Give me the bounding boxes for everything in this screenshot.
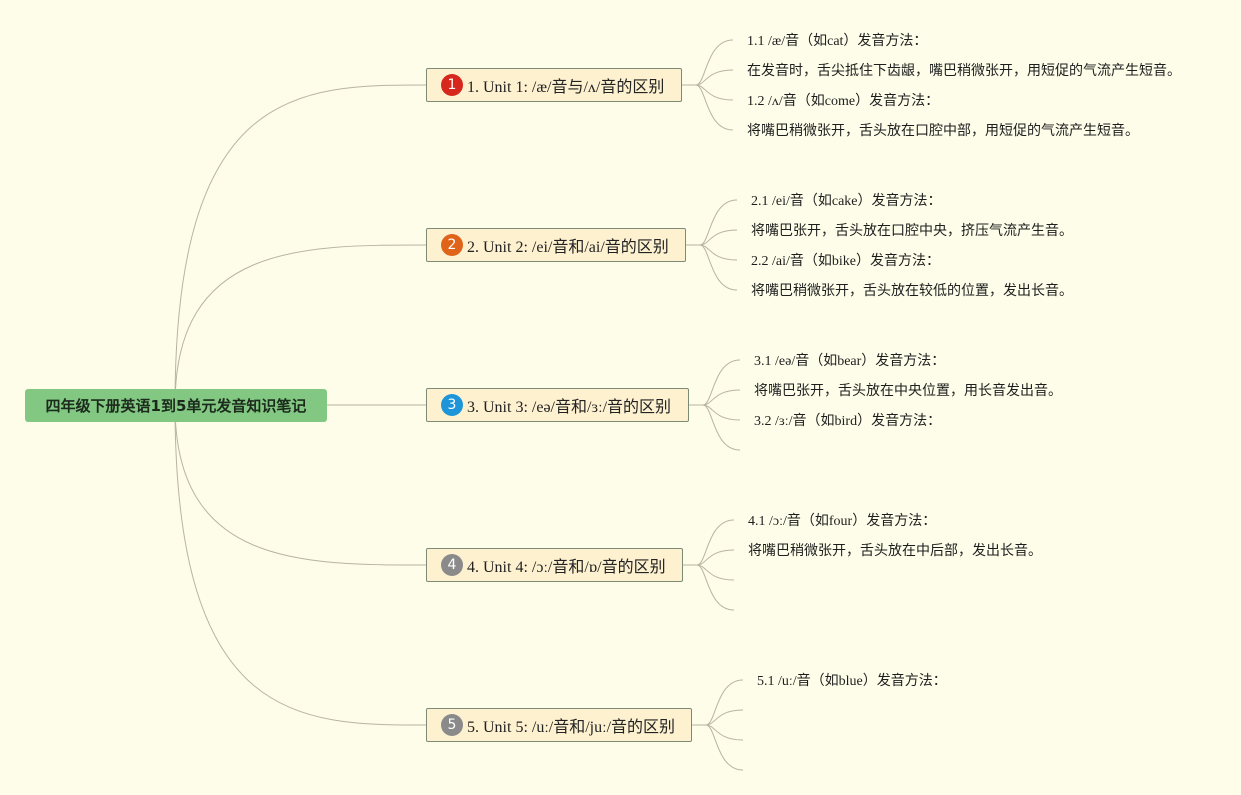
leaf-topic[interactable]: 5.1 /uː/音（如blue）发音方法： [757, 674, 947, 689]
root-topic[interactable]: 四年级下册英语1到5单元发音知识笔记 [25, 389, 327, 422]
leaf-connector [689, 389, 741, 406]
leaf-connector [692, 724, 744, 741]
leaf-connector [683, 564, 735, 611]
leaf-connector [686, 244, 738, 261]
leaf-topic[interactable]: 1.1 /æ/音（如cat）发音方法： [747, 34, 928, 49]
branch-label: 1. Unit 1: /æ/音与/ʌ/音的区别 [467, 79, 665, 96]
leaf-connector [682, 84, 734, 101]
leaf-topic[interactable]: 将嘴巴稍微张开，舌头放在中后部，发出长音。 [748, 544, 1042, 559]
leaf-topic[interactable]: 3.1 /eə/音（如bear）发音方法： [754, 354, 946, 369]
branch-unit-2[interactable]: 2 2. Unit 2: /ei/音和/ai/音的区别 [426, 228, 686, 262]
leaf-topic[interactable]: 将嘴巴稍微张开，舌头放在口腔中部，用短促的气流产生短音。 [747, 124, 1139, 139]
number-3-icon: 3 [441, 394, 463, 416]
number-2-icon: 2 [441, 234, 463, 256]
leaf-connector [683, 549, 735, 566]
leaf-connector [686, 229, 738, 246]
leaf-connector [692, 724, 744, 771]
branch-label: 3. Unit 3: /eə/音和/ɜː/音的区别 [467, 399, 672, 416]
leaf-connector [682, 69, 734, 86]
leaf-topic[interactable]: 1.2 /ʌ/音（如come）发音方法： [747, 94, 940, 109]
branch-label: 5. Unit 5: /uː/音和/juː/音的区别 [467, 719, 676, 736]
branch-unit-3[interactable]: 3 3. Unit 3: /eə/音和/ɜː/音的区别 [426, 388, 689, 422]
leaf-topic[interactable]: 2.2 /ai/音（如bike）发音方法： [751, 254, 940, 269]
leaf-topic[interactable]: 4.1 /ɔː/音（如four）发音方法： [748, 514, 937, 529]
leaf-connector [686, 244, 738, 291]
root-connector [174, 404, 427, 566]
leaf-topic[interactable]: 2.1 /ei/音（如cake）发音方法： [751, 194, 942, 209]
number-1-icon: 1 [441, 74, 463, 96]
root-connector [174, 404, 427, 726]
number-4-icon: 4 [441, 554, 463, 576]
leaf-connector [692, 709, 744, 726]
leaf-connector [689, 404, 741, 421]
number-5-icon: 5 [441, 714, 463, 736]
root-connector [174, 84, 427, 406]
branch-unit-1[interactable]: 1 1. Unit 1: /æ/音与/ʌ/音的区别 [426, 68, 682, 102]
leaf-connector [689, 404, 741, 451]
leaf-topic[interactable]: 将嘴巴张开，舌头放在口腔中央，挤压气流产生音。 [751, 224, 1073, 239]
branch-label: 4. Unit 4: /ɔː/音和/ɒ/音的区别 [467, 559, 666, 576]
root-connector [174, 244, 427, 406]
leaf-topic[interactable]: 3.2 /ɜː/音（如bird）发音方法： [754, 414, 942, 429]
leaf-topic[interactable]: 将嘴巴张开，舌头放在中央位置，用长音发出音。 [754, 384, 1062, 399]
leaf-connector [683, 564, 735, 581]
branch-unit-4[interactable]: 4 4. Unit 4: /ɔː/音和/ɒ/音的区别 [426, 548, 683, 582]
leaf-topic[interactable]: 在发音时，舌尖抵住下齿龈，嘴巴稍微张开，用短促的气流产生短音。 [747, 64, 1181, 79]
leaf-topic[interactable]: 将嘴巴稍微张开，舌头放在较低的位置，发出长音。 [751, 284, 1073, 299]
branch-unit-5[interactable]: 5 5. Unit 5: /uː/音和/juː/音的区别 [426, 708, 692, 742]
branch-label: 2. Unit 2: /ei/音和/ai/音的区别 [467, 239, 669, 256]
leaf-connector [682, 84, 734, 131]
